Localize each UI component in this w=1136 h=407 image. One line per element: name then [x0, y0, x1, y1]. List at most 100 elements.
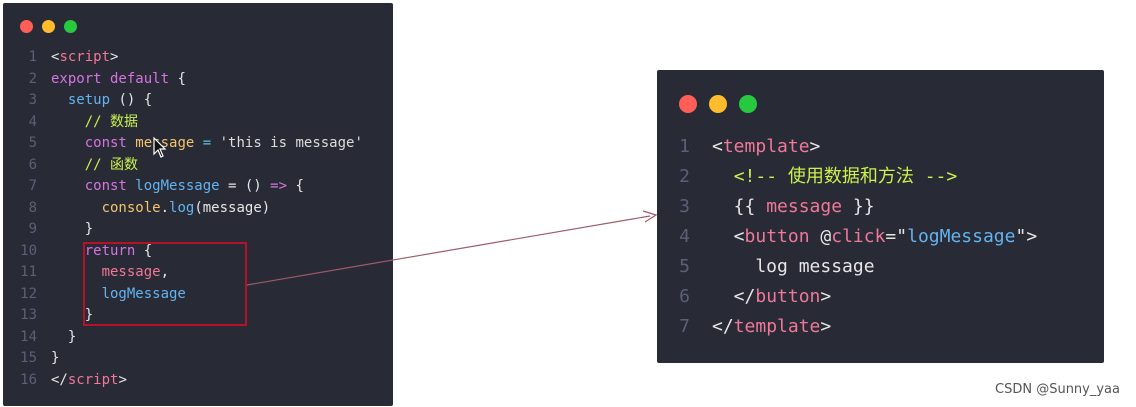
left-code-line: 1<script> [3, 47, 363, 69]
close-dot-icon [20, 20, 33, 33]
code-token: { [287, 178, 304, 194]
right-code-line: 6 </button> [657, 282, 1037, 312]
code-token: } [51, 328, 77, 345]
left-code-line: 9 } [3, 219, 363, 241]
left-code-line: 5 const message = 'this is message' [3, 133, 363, 155]
code-token: > [110, 49, 119, 65]
left-code-line: 3 setup () { [3, 90, 363, 112]
code-token: setup [67, 92, 111, 108]
line-number: 11 [20, 264, 37, 280]
code-token: console [101, 199, 161, 216]
code-token: (message) [194, 199, 271, 216]
template-code-window: 1<template>2 <!-- 使用数据和方法 -->3 {{ messag… [657, 70, 1104, 363]
minimize-dot-icon [42, 20, 55, 33]
watermark: CSDN @Sunny_yaa [995, 382, 1120, 397]
right-code-line: 1 <template> [657, 132, 1037, 162]
code-token: { [135, 242, 153, 259]
code-token: logMessage [135, 178, 220, 194]
line-number: 14 [20, 328, 37, 345]
code-token: = [194, 135, 220, 151]
left-code-line: 4 // 数据 [3, 112, 363, 134]
code-token: < [712, 136, 723, 157]
left-code-line: 16</script> [3, 370, 363, 392]
code-token: click [831, 226, 886, 247]
line-number: 6 [28, 156, 37, 173]
minimize-dot-icon [709, 95, 727, 113]
left-code-line: 6 // 函数 [3, 155, 363, 177]
left-code-line: 7 const logMessage = () => { [3, 176, 363, 198]
code-token: <!-- 使用数据和方法 --> [733, 166, 958, 187]
line-number: 3 [28, 92, 37, 108]
left-code-line: 12 logMessage [3, 284, 363, 306]
line-number: 8 [28, 199, 37, 216]
code-token: script [67, 371, 119, 388]
line-number: 2 [679, 166, 690, 187]
code-token: message [135, 135, 195, 151]
line-number: 16 [20, 371, 37, 388]
line-number: 7 [28, 178, 37, 194]
line-number: 5 [28, 135, 37, 151]
mouse-cursor-icon [153, 137, 167, 158]
left-code-line: 10 return { [3, 241, 363, 263]
line-number: 4 [28, 113, 37, 130]
right-code-line: 4 <button @click="logMessage"> [657, 222, 1037, 252]
right-code-line: 2 <!-- 使用数据和方法 --> [657, 162, 1037, 192]
line-number: 13 [20, 307, 37, 323]
code-token: export default [51, 70, 178, 87]
right-code-line: 7 </template> [657, 312, 1037, 342]
line-number: 10 [20, 242, 37, 259]
left-code-line: 2 export default { [3, 69, 363, 91]
right-code-line: 5 log message [657, 252, 1037, 282]
code-token: () { [110, 92, 153, 108]
code-token: { [177, 70, 186, 87]
code-token: , [160, 264, 170, 280]
line-number: 6 [679, 286, 690, 307]
code-token: // 函数 [84, 156, 139, 173]
code-token: "> [1015, 226, 1038, 247]
code-token: logMessage [907, 226, 1016, 247]
window-controls [20, 20, 77, 33]
code-token: template [733, 316, 821, 337]
code-token: }} [842, 196, 875, 217]
line-number: 2 [28, 70, 37, 87]
return-block-highlight [83, 242, 247, 326]
code-token: logMessage [101, 285, 186, 302]
code-token: > [820, 316, 832, 337]
line-number: 7 [679, 316, 690, 337]
line-number: 1 [679, 136, 690, 157]
code-token: {{ [712, 196, 767, 217]
window-controls [679, 95, 757, 113]
code-token: template [722, 136, 810, 157]
code-token: > [118, 371, 127, 388]
close-dot-icon [679, 95, 697, 113]
code-token: const [84, 178, 136, 194]
line-number: 1 [28, 49, 37, 65]
right-code-line: 3 {{ message }} [657, 192, 1037, 222]
left-code-line: 8 console.log(message) [3, 198, 363, 220]
code-token: > [820, 286, 832, 307]
left-code-line: 13 } [3, 305, 363, 327]
code-token: </ [712, 316, 734, 337]
code-token: } [51, 307, 94, 323]
code-token: message [766, 196, 843, 217]
code-token: @ [809, 226, 832, 247]
left-code-line: 15} [3, 348, 363, 370]
code-token: button [755, 286, 821, 307]
code-token: => [270, 178, 288, 194]
line-number: 15 [20, 350, 37, 366]
maximize-dot-icon [64, 20, 77, 33]
code-token: message [101, 264, 161, 280]
template-code-block: 1<template>2 <!-- 使用数据和方法 -->3 {{ messag… [657, 132, 1037, 342]
code-token: < [51, 49, 60, 65]
left-code-line: 11 message, [3, 262, 363, 284]
code-token: return [84, 242, 136, 259]
code-token: } [51, 350, 60, 366]
code-token: log message [712, 256, 875, 277]
code-token: } [51, 221, 94, 237]
code-token: > [809, 136, 821, 157]
left-code-line: 14 } [3, 327, 363, 349]
code-token: // 数据 [84, 113, 139, 130]
